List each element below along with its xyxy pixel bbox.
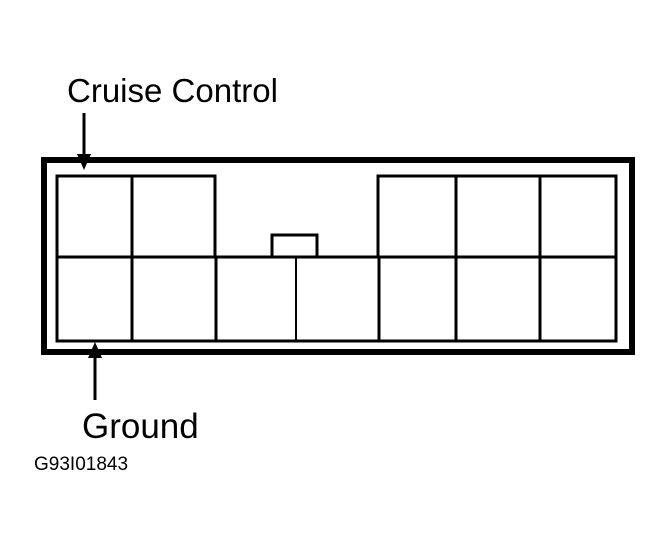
- connector-body: [41, 157, 635, 355]
- locking-tab: [270, 233, 319, 259]
- figure-id-label: G93I01843: [34, 454, 129, 475]
- cruise-control-arrow: [77, 113, 91, 170]
- ground-label: Ground: [82, 407, 199, 446]
- ground-arrow: [88, 342, 102, 400]
- connector-outer-shell: [41, 157, 635, 355]
- cruise-control-label: Cruise Control: [67, 72, 278, 109]
